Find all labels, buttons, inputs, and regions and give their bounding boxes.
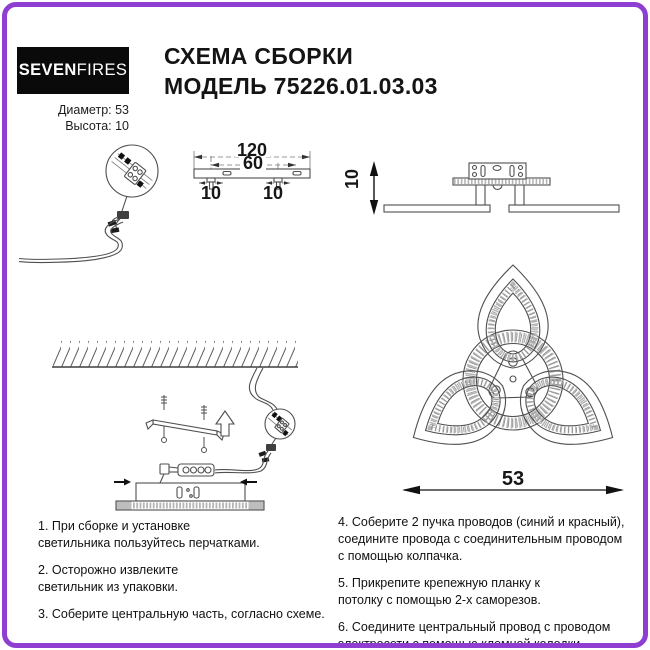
screw-right [201, 405, 207, 453]
screw-left [161, 395, 167, 443]
instructions-left-column: 1. При сборке и установке светильника по… [38, 518, 333, 633]
dim-offset-right-label: 10 [263, 183, 283, 203]
side-arrows [114, 478, 257, 486]
dim-diameter-label: 53 [502, 468, 524, 490]
instruction-step-3: 3. Соберите центральную часть, согласно … [38, 607, 325, 621]
brand-logo-regular: FIRES [76, 61, 128, 79]
dim-bar-holes-label: 60 [243, 153, 263, 173]
spec-diameter: Диаметр: 53 [57, 103, 129, 117]
page-title: СХЕМА СБОРКИ МОДЕЛЬ 75226.01.03.03 [164, 43, 438, 99]
instruction-step-4: 4. Соберите 2 пучка проводов (синий и кр… [338, 515, 625, 563]
ceiling-mounting-illustration [52, 341, 298, 511]
specs: Диаметр: 53 Высота: 10 [13, 103, 129, 134]
wire-detail-illustration [18, 144, 159, 264]
dim-offset-left-label: 10 [201, 183, 221, 203]
mounting-bar [152, 419, 218, 436]
instruction-step-6: 6. Соедините центральный провод с провод… [338, 620, 611, 648]
petal-right [519, 370, 614, 445]
petals [412, 264, 614, 445]
brand-logo-bold: SEVEN [18, 61, 77, 79]
instruction-step-5: 5. Прикрепите крепежную планку к потолку… [338, 576, 541, 607]
mounting-bar-dimension-drawing: 120 60 10 10 [193, 140, 311, 203]
ceiling-hatch [53, 341, 298, 367]
instructions-right-column: 4. Соберите 2 пучка проводов (синий и кр… [338, 514, 643, 648]
diameter-dimension: 53 [402, 468, 624, 495]
height-dimension: 10 [342, 161, 379, 215]
fixture-top-view: 53 [402, 264, 624, 495]
petal-left [412, 370, 507, 445]
instruction-step-1: 1. При сборке и установке светильника по… [38, 519, 260, 550]
technical-drawings: 120 60 10 10 10 [18, 140, 624, 511]
dim-height-label: 10 [342, 169, 362, 189]
spec-height: Высота: 10 [65, 118, 129, 133]
fixture-base [135, 482, 246, 502]
fixture-side-view [383, 162, 620, 213]
dim-bar-total-label: 120 [237, 140, 267, 160]
up-arrow [214, 410, 236, 437]
instruction-step-2: 2. Осторожно извлеките светильник из упа… [38, 563, 179, 594]
petal-top [477, 264, 549, 369]
